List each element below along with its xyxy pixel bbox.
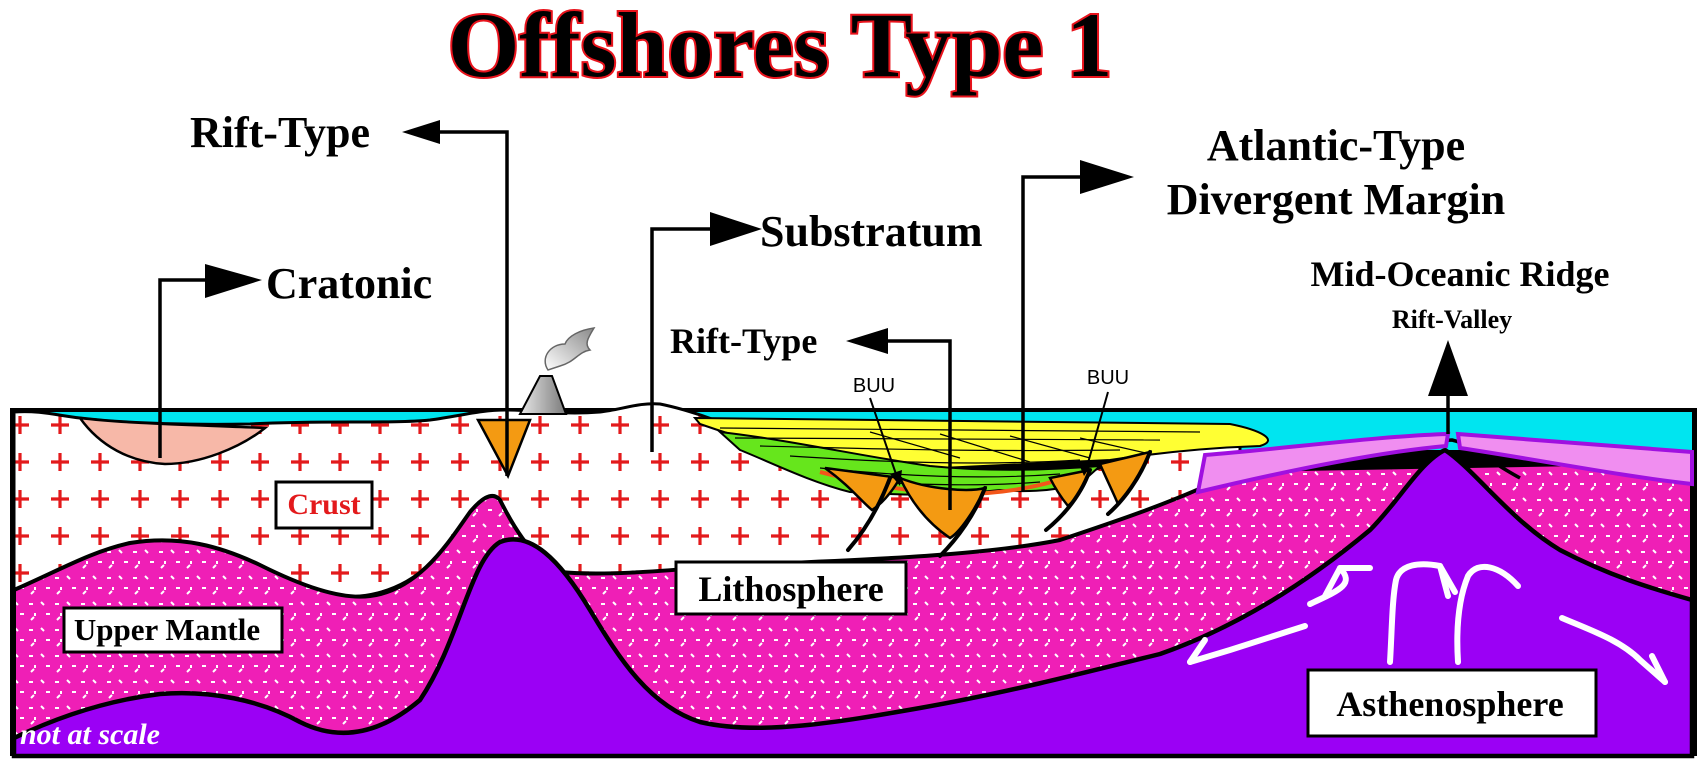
crust-label-box: Crust [274, 480, 374, 530]
label-asthenosphere: Asthenosphere [1336, 684, 1563, 724]
leader-lines [158, 120, 1468, 510]
label-substratum: Substratum [760, 207, 983, 256]
upper-mantle-label-box: Upper Mantle [62, 606, 284, 654]
oceanic-crust-left [1195, 431, 1451, 495]
label-lithosphere: Lithosphere [698, 569, 883, 609]
asthenosphere-layer [11, 447, 1695, 759]
label-mid-ocean-ridge: Mid-Oceanic Ridge [1311, 254, 1610, 294]
label-upper-mantle: Upper Mantle [74, 612, 260, 647]
label-rift-type-lower: Rift-Type [670, 321, 817, 361]
diagram-title: Offshores Type 1 [448, 0, 1112, 96]
lithosphere-label-box: Lithosphere [674, 560, 908, 616]
volcano-icon [518, 375, 568, 415]
label-rift-type-upper: Rift-Type [190, 108, 370, 157]
not-at-scale-note: not at scale [20, 718, 160, 751]
label-buu-left: BUU [853, 375, 895, 397]
smoke-plume-icon [544, 327, 596, 371]
ridge-boundary [1389, 438, 1521, 480]
label-cratonic: Cratonic [266, 259, 432, 308]
convection-arrow-icon [1187, 561, 1668, 685]
rift-basin-upper [475, 418, 532, 479]
label-atlantic-line1: Atlantic-Type [1207, 121, 1465, 170]
label-crust: Crust [287, 488, 360, 521]
label-rift-valley: Rift-Valley [1392, 305, 1512, 334]
oceanic-crust-right [1455, 431, 1694, 487]
cratonic-basin [77, 416, 269, 466]
normal-faults [846, 450, 1152, 558]
label-buu-right: BUU [1087, 367, 1129, 389]
label-atlantic-line2: Divergent Margin [1167, 175, 1505, 224]
asthenosphere-label-box: Asthenosphere [1306, 668, 1598, 738]
